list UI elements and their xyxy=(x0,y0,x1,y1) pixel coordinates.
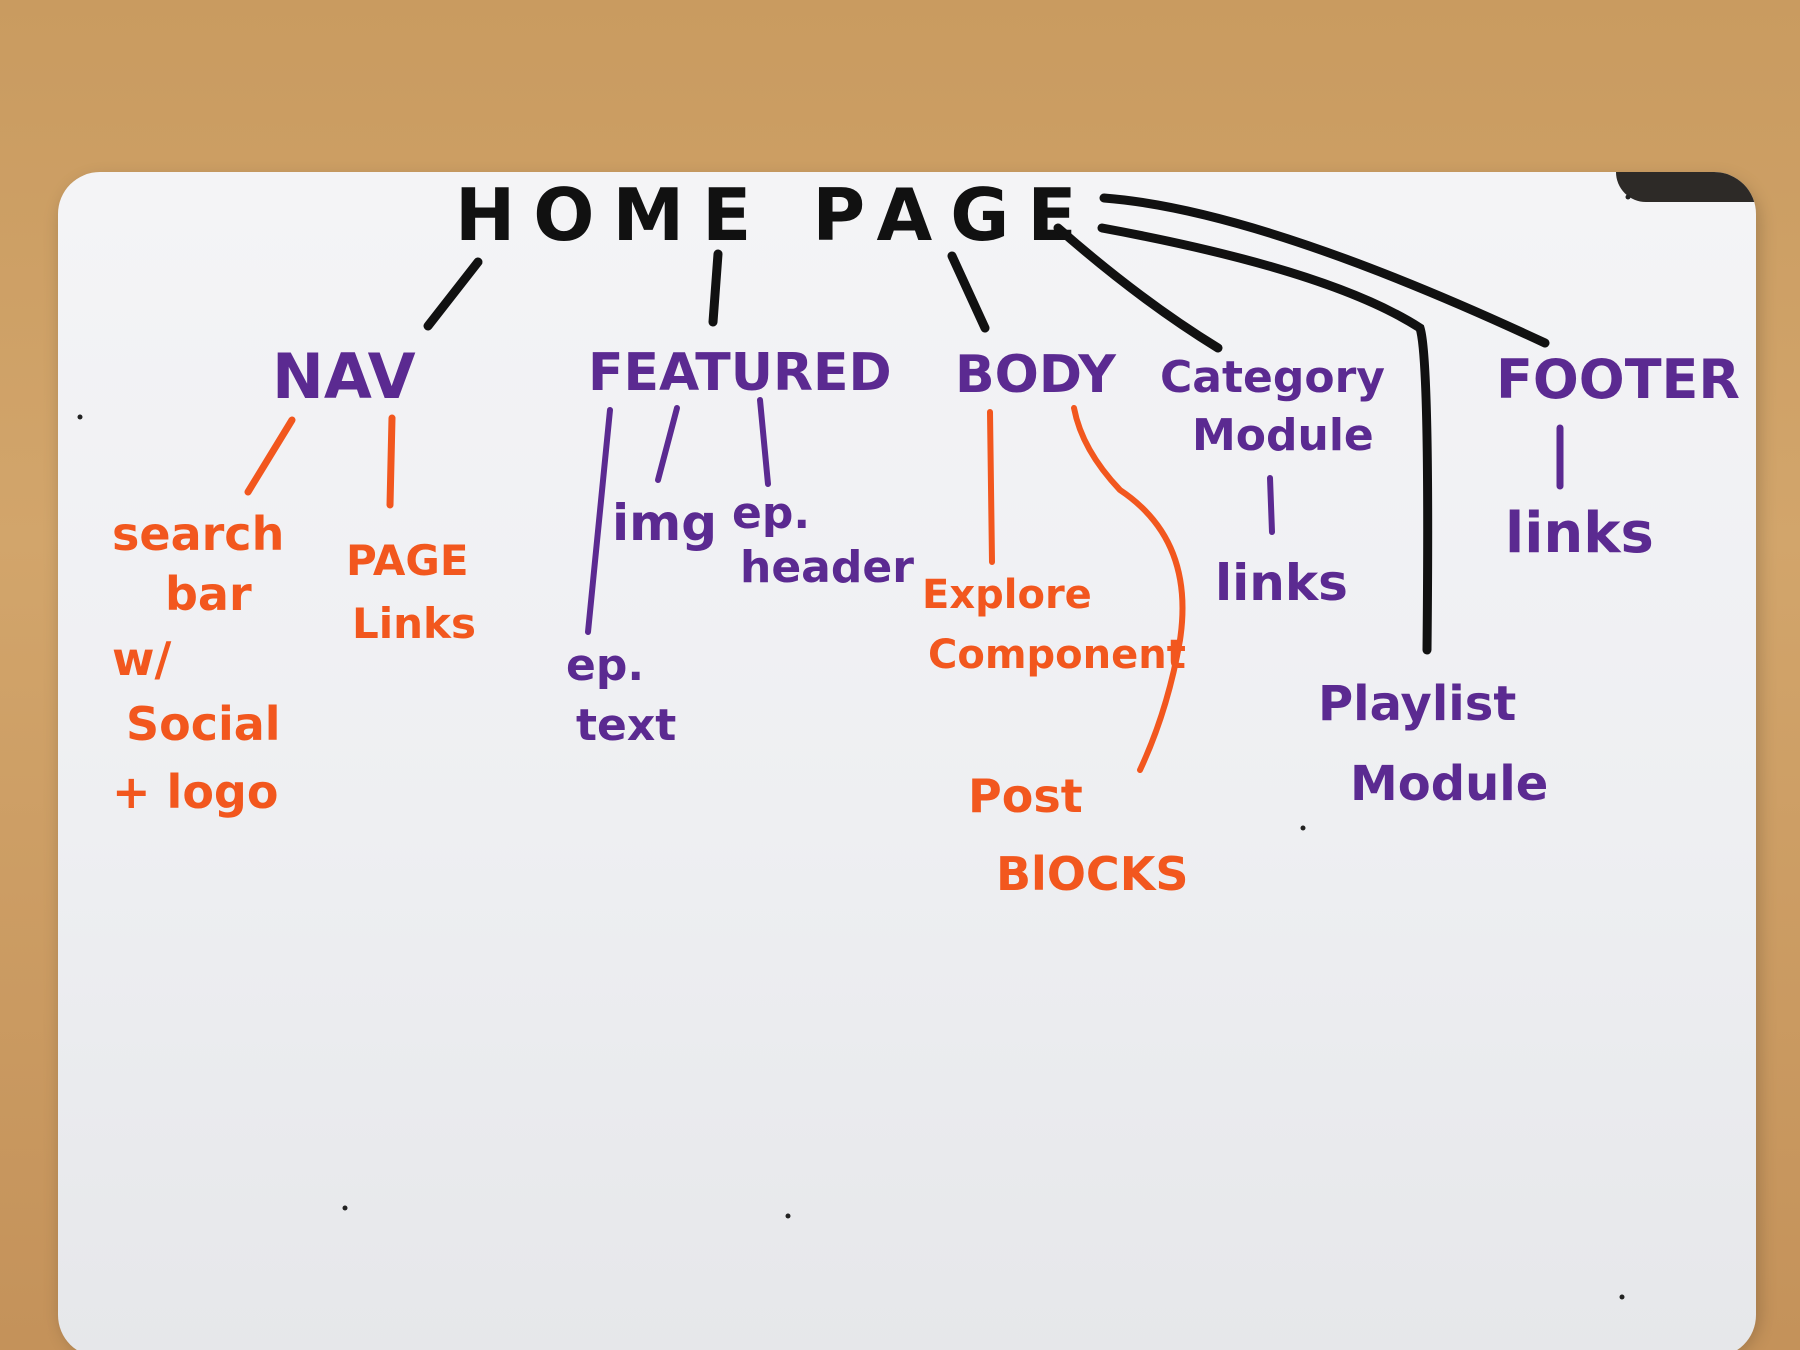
speck xyxy=(1625,194,1631,200)
node-page-links-line: Links xyxy=(352,599,476,648)
section-playlist-line: Module xyxy=(1350,756,1548,812)
edge-featured-eptext xyxy=(585,407,613,635)
speck xyxy=(1619,1294,1625,1300)
node-post-blocks-line: BlOCKS xyxy=(996,847,1188,901)
nav-connectors xyxy=(244,414,396,509)
edge-featured-epheader xyxy=(757,397,771,487)
whiteboard xyxy=(58,172,1756,1350)
section-playlist: Playlist Module xyxy=(1318,676,1548,812)
edge-featured-img xyxy=(655,405,680,483)
board-specks xyxy=(77,194,1631,1300)
node-page-links: PAGE Links xyxy=(346,536,476,648)
edge-body-explore xyxy=(987,409,995,565)
node-post-blocks-line: Post xyxy=(968,769,1083,823)
node-ep-text-line: ep. xyxy=(566,640,644,691)
node-search-bar-line: Social xyxy=(126,697,281,751)
edge-nav-search xyxy=(244,416,296,496)
root-node: HOME PAGE xyxy=(455,173,1095,257)
node-search-bar-line: w/ xyxy=(112,632,171,686)
section-nav: NAV xyxy=(272,340,416,413)
section-category: Category Module xyxy=(1160,352,1385,461)
edge-body-post xyxy=(1071,405,1186,773)
edge-root-body xyxy=(947,251,990,333)
speck xyxy=(342,1205,348,1211)
node-footer-links: links xyxy=(1505,501,1654,566)
edge-root-playlist xyxy=(1097,223,1433,655)
edge-root-featured xyxy=(708,249,723,327)
desk-object xyxy=(1616,172,1756,202)
speck xyxy=(785,1213,791,1219)
node-explore-line: Explore xyxy=(922,572,1092,618)
section-featured: FEATURED xyxy=(588,343,892,403)
node-ep-header-line: ep. xyxy=(732,488,810,539)
node-category-links: links xyxy=(1215,554,1348,612)
edge-root-category xyxy=(1053,223,1223,353)
node-img: img xyxy=(612,494,717,552)
speck xyxy=(77,414,83,420)
speck xyxy=(1300,825,1306,831)
node-ep-text: ep. text xyxy=(566,640,676,751)
node-search-bar: search bar w/ Social + logo xyxy=(112,507,284,819)
node-ep-header-line: header xyxy=(740,542,914,593)
section-category-line: Category xyxy=(1160,352,1385,403)
section-footer: FOOTER xyxy=(1496,348,1740,411)
body-connectors xyxy=(987,405,1186,773)
edge-root-footer xyxy=(1099,193,1550,348)
section-body: BODY xyxy=(955,345,1117,405)
edge-nav-pagelinks xyxy=(386,414,396,509)
node-post-blocks: Post BlOCKS xyxy=(968,769,1188,901)
node-explore: Explore Component xyxy=(922,572,1186,678)
edge-root-nav xyxy=(423,257,483,331)
featured-connectors xyxy=(585,397,771,635)
node-explore-line: Component xyxy=(928,632,1186,678)
node-search-bar-line: bar xyxy=(165,567,252,621)
root-connectors xyxy=(423,193,1550,655)
node-ep-text-line: text xyxy=(576,700,676,751)
edge-category-links xyxy=(1267,475,1275,535)
node-search-bar-line: + logo xyxy=(112,765,278,819)
section-playlist-line: Playlist xyxy=(1318,676,1516,732)
node-ep-header: ep. header xyxy=(732,488,914,593)
section-category-line: Module xyxy=(1192,410,1374,461)
node-page-links-line: PAGE xyxy=(346,536,469,585)
node-search-bar-line: search xyxy=(112,507,284,561)
